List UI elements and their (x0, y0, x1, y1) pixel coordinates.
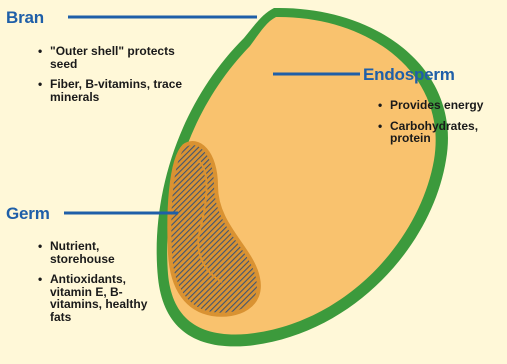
germ-heading: Germ (6, 205, 50, 223)
bran-heading: Bran (6, 9, 44, 27)
endosperm-points: •Provides energy •Carbohydrates, protein (376, 99, 507, 153)
germ-points: •Nutrient, storehouse •Antioxidants, vit… (36, 240, 166, 331)
list-item: •Fiber, B-vitamins, trace minerals (36, 78, 186, 103)
bran-points: •"Outer shell" protects seed •Fiber, B-v… (36, 45, 186, 111)
endosperm-heading: Endosperm (363, 66, 455, 84)
list-item: •"Outer shell" protects seed (36, 45, 186, 70)
list-item: •Nutrient, storehouse (36, 240, 166, 265)
list-item: •Provides energy (376, 99, 507, 112)
list-item: •Antioxidants, vitamin E, B-vitamins, he… (36, 273, 166, 323)
list-item: •Carbohydrates, protein (376, 120, 507, 145)
